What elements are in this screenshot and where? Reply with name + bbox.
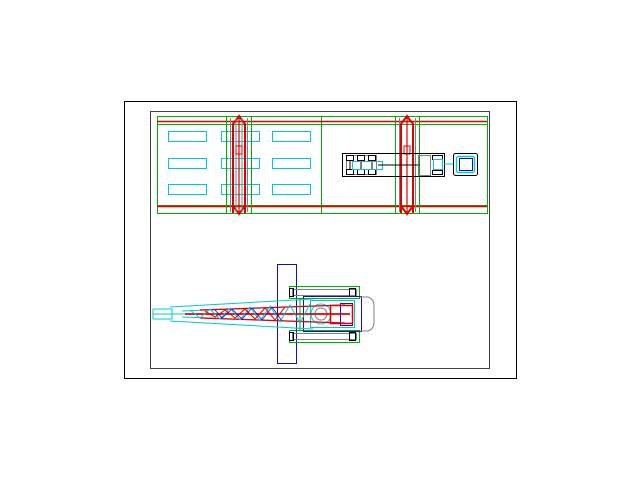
- boom-lower: [199, 317, 346, 324]
- parking-slot: [168, 184, 207, 195]
- parking-slot: [272, 184, 311, 195]
- trailer-wheels: [346, 155, 376, 175]
- trailer-truck: [342, 153, 478, 177]
- boom-lacing: [189, 303, 311, 325]
- carrier-rear-profile: [360, 296, 375, 332]
- outrigger-pad: [289, 288, 294, 297]
- parking-slot: [221, 184, 260, 195]
- gantry-frame-left: [226, 114, 252, 216]
- trailer-deck: [342, 153, 445, 177]
- parking-slots: [168, 131, 311, 195]
- outrigger-inner: [292, 333, 357, 340]
- truck-cab-roof: [455, 155, 476, 174]
- sheet-border: [124, 101, 517, 379]
- parking-slot: [272, 158, 311, 169]
- tractor-chassis: [433, 159, 443, 170]
- gooseneck: [418, 155, 431, 176]
- boom-lacing-blue: [214, 306, 283, 322]
- tractor-wheel: [432, 170, 443, 175]
- parking-slot: [272, 131, 311, 142]
- tractor-wheel: [432, 155, 443, 160]
- boom-chord: [169, 320, 314, 330]
- boom-chord: [169, 298, 314, 308]
- outriggers: [289, 286, 360, 343]
- drawing-frame: [150, 111, 490, 369]
- parking-slot: [168, 158, 207, 169]
- outrigger-pad: [289, 332, 294, 341]
- parking-slot: [168, 131, 207, 142]
- crane-plan-view: [152, 264, 375, 364]
- truck-windshield: [459, 158, 473, 171]
- boom-lacing-red: [204, 306, 286, 321]
- truck-cab: [453, 153, 478, 176]
- gantry-marker: [235, 145, 243, 155]
- site-plan-view: [157, 114, 488, 216]
- boom-heel: [329, 304, 354, 325]
- site-boundary: [157, 116, 488, 214]
- crane-boom: [152, 298, 354, 330]
- outrigger-inner: [292, 289, 357, 296]
- parking-slot: [221, 131, 260, 142]
- parking-slot: [221, 158, 260, 169]
- boom-tip: [152, 308, 173, 320]
- outrigger-pad: [349, 332, 356, 341]
